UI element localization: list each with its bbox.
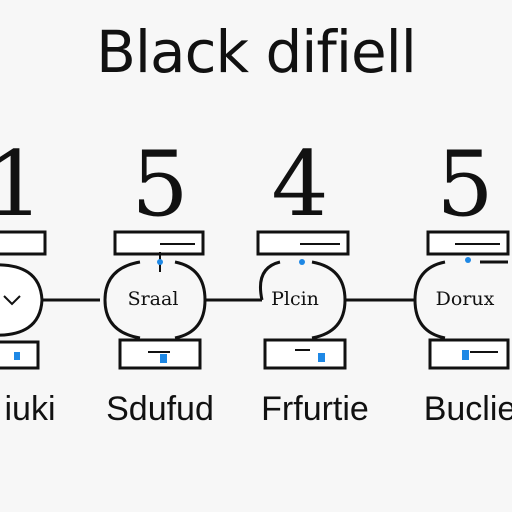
bottom-label-1: iuki (4, 390, 56, 428)
diagram-title: Black difiell (96, 18, 417, 86)
node-2 (103, 230, 207, 370)
step-number-3: 4 (271, 132, 329, 237)
node-4 (413, 230, 510, 370)
node-label-2: Sraal (127, 288, 179, 310)
node-3 (256, 230, 350, 370)
node-1-chevron (3, 295, 21, 306)
node-4-accent (462, 350, 469, 360)
step-number-4: 5 (436, 132, 494, 237)
node-3-accent (318, 353, 325, 362)
step-number-2: 5 (131, 132, 189, 237)
node-3-dot (299, 259, 305, 265)
node-2-dot (157, 259, 163, 265)
node-3-left-arc (259, 260, 281, 301)
node-1-body (0, 263, 44, 337)
node-4-left-arc (413, 260, 446, 340)
node-1-top-bar (0, 230, 47, 256)
node-1-accent (14, 352, 20, 360)
node-2-right-arc (174, 260, 207, 340)
node-1 (0, 230, 47, 370)
node-label-4: Dorux (435, 288, 495, 310)
bottom-label-2: Sdufud (106, 390, 214, 428)
node-label-3: Plcin (271, 288, 319, 310)
bottom-label-4: Buclie (423, 390, 512, 428)
bottom-label-3: Frfurtie (261, 390, 369, 428)
node-3-bottom-box (263, 338, 347, 370)
node-4-dot (465, 257, 471, 263)
step-number-1: 1 (0, 132, 44, 237)
node-2-left-arc (103, 260, 141, 340)
node-2-accent (160, 354, 167, 363)
node-3-right-arc (311, 260, 347, 340)
